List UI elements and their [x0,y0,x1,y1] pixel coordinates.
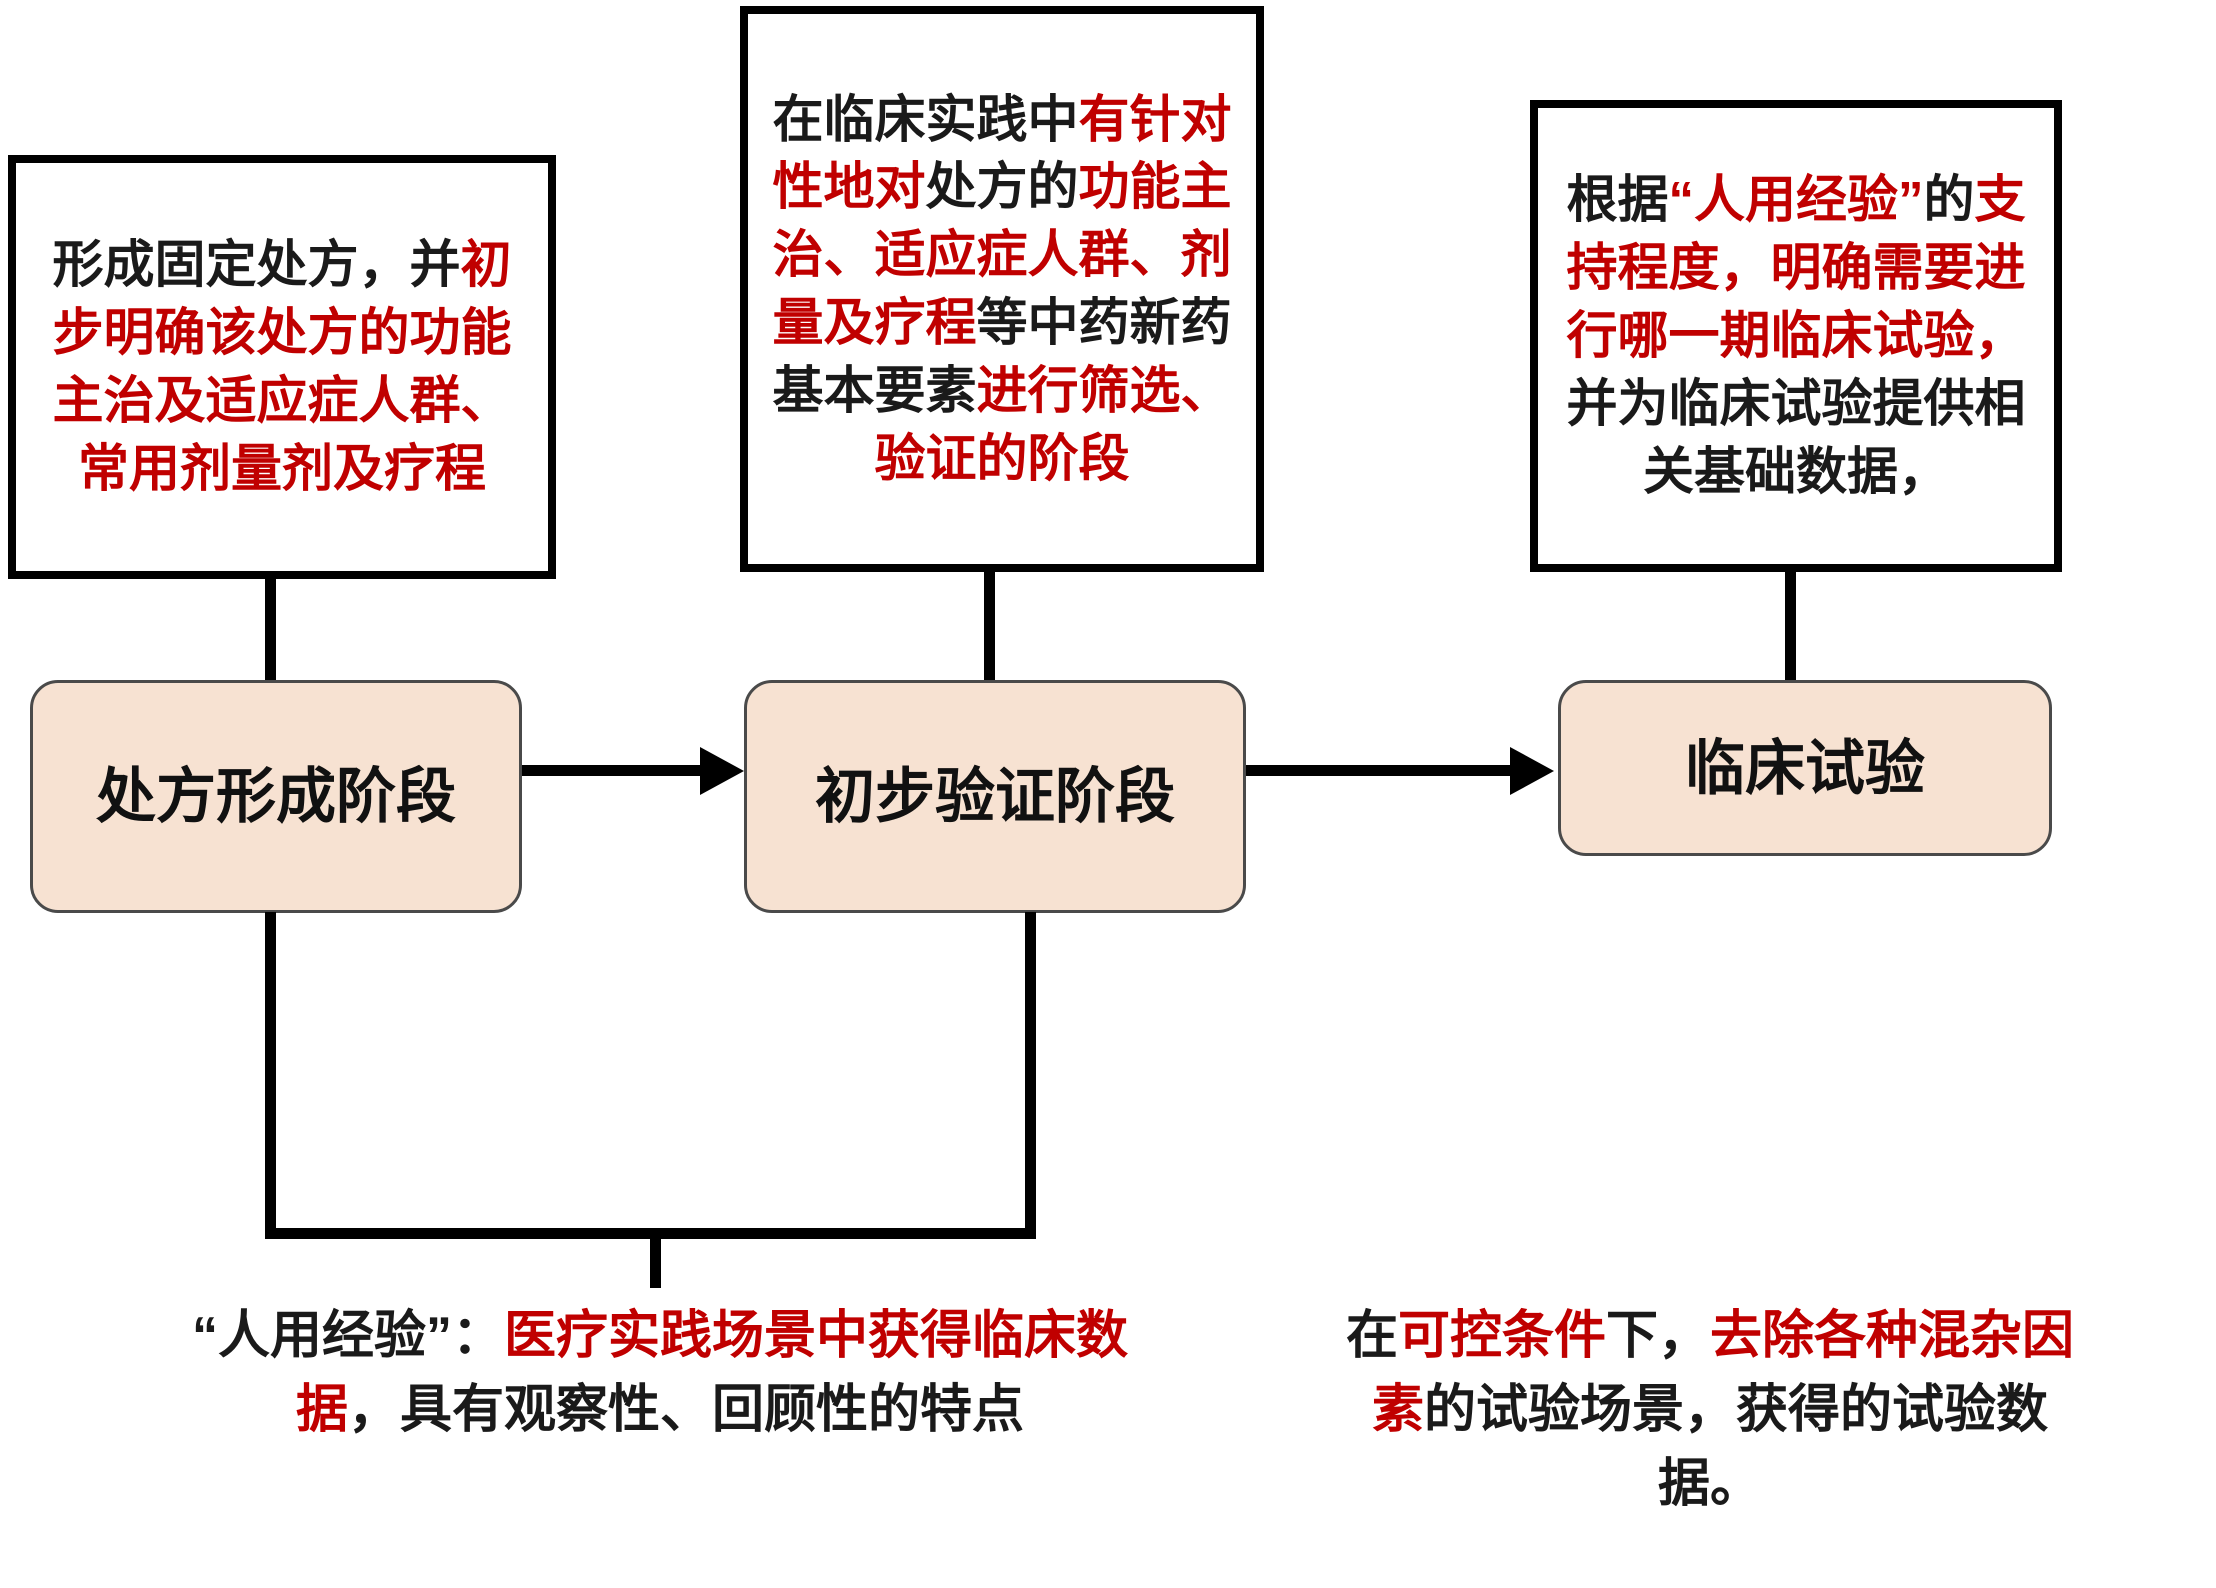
bracket-stub-vertical [650,1236,661,1288]
connector-formation-vertical [265,577,276,683]
controlled-trial-note: 在可控条件下，去除各种混杂因素的试验场景，获得的试验数据。 [1345,1307,2075,1513]
bracket-horizontal [265,1228,1036,1239]
stage-box-clinical-trial-label: 临床试验 [1685,734,1925,802]
verification-description-box: 在临床实践中有针对性地对处方的功能主治、适应症人群、剂量及疗程等中药新药基本要素… [740,6,1264,572]
human-use-experience-note: “人用经验”：医疗实践场景中获得临床数据，具有观察性、回顾性的特点 [191,1307,1129,1439]
stage-box-formation: 处方形成阶段 [30,680,522,913]
formation-description-box: 形成固定处方，并初步明确该处方的功能主治及适应症人群、常用剂量剂及疗程 [8,155,556,579]
arrow-verification-to-clinical-line [1246,765,1514,776]
arrow-verification-to-clinical-head [1510,747,1554,795]
connector-clinical-vertical [1785,570,1796,683]
stage-box-clinical-trial: 临床试验 [1558,680,2052,856]
formation-description-text: 形成固定处方，并初步明确该处方的功能主治及适应症人群、常用剂量剂及疗程 [52,236,512,497]
connector-verification-vertical [984,570,995,683]
stage-box-verification-label: 初步验证阶段 [815,763,1175,830]
arrow-formation-to-verification-line [522,765,704,776]
arrow-formation-to-verification-head [700,747,744,795]
stage-box-formation-label: 处方形成阶段 [96,763,456,830]
clinical-trial-description-box: 根据“人用经验”的支持程度，明确需要进行哪一期临床试验，并为临床试验提供相关基础… [1530,100,2062,572]
stage-box-verification: 初步验证阶段 [744,680,1246,913]
bracket-right-vertical [1025,912,1036,1237]
clinical-trial-description-text: 根据“人用经验”的支持程度，明确需要进行哪一期临床试验，并为临床试验提供相关基础… [1566,171,2026,500]
verification-description-text: 在临床实践中有针对性地对处方的功能主治、适应症人群、剂量及疗程等中药新药基本要素… [772,90,1232,487]
bracket-left-vertical [265,912,276,1237]
